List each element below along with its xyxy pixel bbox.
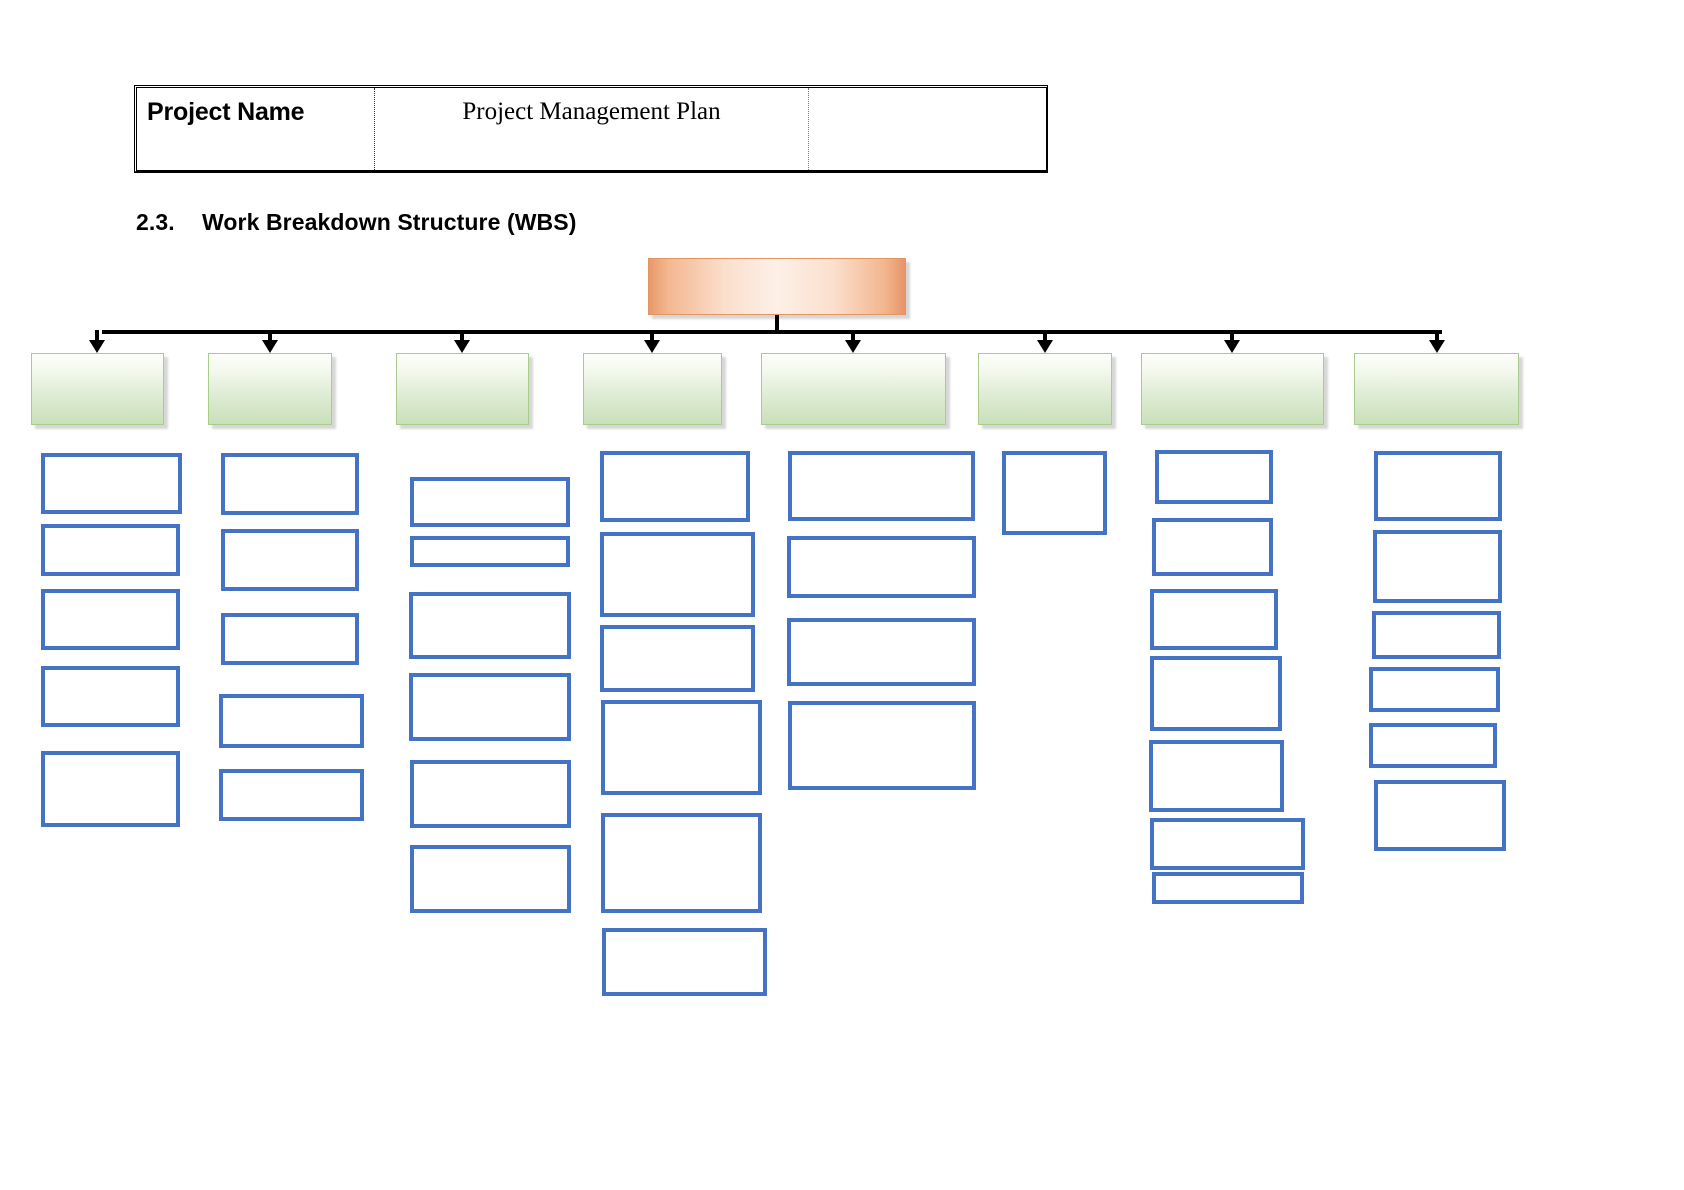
- connector-drop-6: [1043, 330, 1047, 342]
- wbs-level2-node-7-1[interactable]: [1155, 450, 1273, 504]
- arrowhead-2: [262, 340, 278, 353]
- wbs-level2-node-1-1[interactable]: [41, 453, 182, 514]
- wbs-level2-node-2-1[interactable]: [221, 453, 359, 515]
- wbs-level2-node-5-2[interactable]: [787, 536, 976, 598]
- header-cell-project-name-value: Project Management Plan: [375, 88, 809, 170]
- header-table: Project Name Project Management Plan: [134, 85, 1048, 173]
- connector-drop-3: [460, 330, 464, 342]
- connector-drop-7: [1230, 330, 1234, 342]
- wbs-level2-node-5-3[interactable]: [787, 618, 976, 686]
- arrowhead-4: [644, 340, 660, 353]
- page-title: Work Breakdown Structure (WBS): [202, 209, 577, 235]
- connector-trunk-vertical: [775, 315, 779, 334]
- wbs-level2-node-2-3[interactable]: [221, 613, 359, 665]
- wbs-level2-node-4-3[interactable]: [600, 625, 755, 692]
- wbs-level2-node-8-2[interactable]: [1373, 530, 1502, 603]
- section-heading: 2.3. Work Breakdown Structure (WBS): [136, 208, 576, 236]
- wbs-level2-node-7-4[interactable]: [1150, 656, 1282, 731]
- project-name-value: Project Management Plan: [462, 98, 721, 125]
- wbs-level2-node-2-2[interactable]: [221, 529, 359, 591]
- wbs-level1-node-2[interactable]: [208, 353, 332, 425]
- wbs-level2-node-3-4[interactable]: [409, 673, 571, 741]
- wbs-level2-node-1-4[interactable]: [41, 666, 180, 727]
- wbs-level1-node-6[interactable]: [978, 353, 1112, 425]
- wbs-level2-node-4-2[interactable]: [600, 532, 755, 617]
- wbs-level2-node-8-5[interactable]: [1369, 723, 1497, 768]
- arrowhead-7: [1224, 340, 1240, 353]
- wbs-level2-node-1-3[interactable]: [41, 589, 180, 650]
- wbs-level1-node-5[interactable]: [761, 353, 946, 425]
- wbs-level2-node-8-3[interactable]: [1372, 611, 1501, 659]
- wbs-level2-node-7-5[interactable]: [1149, 740, 1284, 812]
- connector-drop-4: [650, 330, 654, 342]
- wbs-level2-node-4-4[interactable]: [601, 700, 762, 795]
- wbs-level2-node-1-5[interactable]: [41, 751, 180, 827]
- wbs-level1-node-7[interactable]: [1141, 353, 1324, 425]
- wbs-level2-node-8-1[interactable]: [1374, 451, 1502, 521]
- wbs-level2-node-3-1[interactable]: [410, 477, 570, 527]
- connector-horizontal-bus: [102, 330, 1442, 334]
- arrowhead-1: [89, 340, 105, 353]
- wbs-level2-node-6-1[interactable]: [1002, 451, 1107, 535]
- wbs-level2-node-2-5[interactable]: [219, 769, 364, 821]
- wbs-level2-node-8-6[interactable]: [1374, 780, 1506, 851]
- arrowhead-8: [1429, 340, 1445, 353]
- wbs-level1-node-3[interactable]: [396, 353, 529, 425]
- wbs-level2-node-3-5[interactable]: [410, 760, 571, 828]
- wbs-level2-node-7-3[interactable]: [1150, 589, 1278, 650]
- wbs-level2-node-3-3[interactable]: [409, 592, 571, 659]
- project-name-label: Project Name: [147, 98, 305, 126]
- wbs-root-node[interactable]: [648, 258, 906, 315]
- connector-drop-8: [1435, 330, 1439, 342]
- wbs-level2-node-8-4[interactable]: [1369, 667, 1500, 712]
- arrowhead-3: [454, 340, 470, 353]
- connector-drop-1: [95, 330, 99, 342]
- wbs-level2-node-7-7[interactable]: [1152, 872, 1304, 904]
- wbs-level2-node-4-6[interactable]: [602, 928, 767, 996]
- wbs-level2-node-2-4[interactable]: [219, 694, 364, 748]
- wbs-level1-node-4[interactable]: [583, 353, 722, 425]
- wbs-level1-node-1[interactable]: [31, 353, 164, 425]
- section-number: 2.3.: [136, 209, 175, 235]
- wbs-level2-node-5-1[interactable]: [788, 451, 975, 521]
- wbs-level2-node-7-6[interactable]: [1150, 818, 1305, 870]
- wbs-level2-node-7-2[interactable]: [1152, 518, 1273, 576]
- arrowhead-6: [1037, 340, 1053, 353]
- wbs-level1-node-8[interactable]: [1354, 353, 1519, 425]
- wbs-level2-node-5-4[interactable]: [788, 701, 976, 790]
- arrowhead-5: [845, 340, 861, 353]
- header-cell-project-name-label: Project Name: [137, 88, 375, 170]
- wbs-level2-node-4-5[interactable]: [601, 813, 762, 913]
- wbs-level2-node-3-6[interactable]: [410, 845, 571, 913]
- wbs-level2-node-1-2[interactable]: [41, 524, 180, 576]
- wbs-level2-node-3-2[interactable]: [410, 536, 570, 567]
- connector-drop-2: [268, 330, 272, 342]
- header-table-row: Project Name Project Management Plan: [137, 88, 1046, 170]
- wbs-level2-node-4-1[interactable]: [600, 451, 750, 522]
- connector-drop-5: [851, 330, 855, 342]
